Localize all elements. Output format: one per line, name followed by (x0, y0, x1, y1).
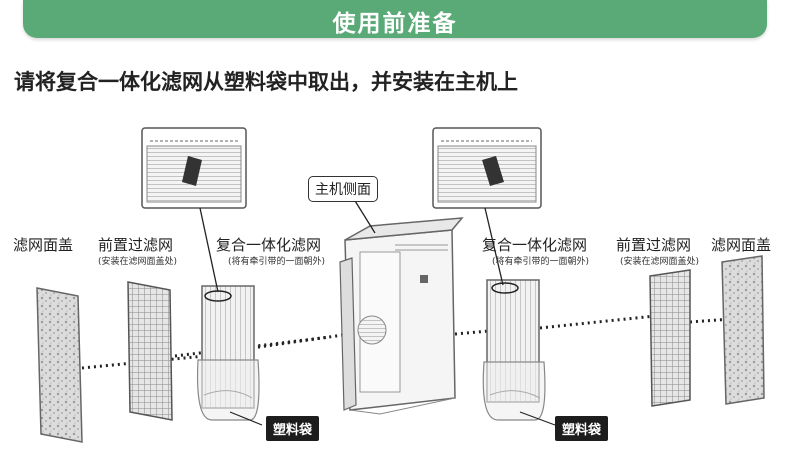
right-filter-cover-image (721, 255, 765, 405)
header-bar (23, 0, 767, 38)
right-prefilter-label: 前置过滤网 (616, 236, 692, 254)
instruction-text: 请将复合一体化滤网从塑料袋中取出，并安装在主机上 (14, 70, 518, 94)
left-bag-tag: 塑料袋 (266, 416, 320, 441)
left-composite-filter-image (196, 285, 260, 421)
left-filter-cover-label: 滤网面盖 (13, 236, 74, 254)
left-composite-note: (将有牵引带的一面朝外) (228, 257, 326, 267)
left-composite-label: 复合一体化滤网 (216, 236, 322, 254)
main-unit-side-label: 主机侧面 (308, 176, 378, 202)
right-prefilter-note: (安装在滤网面盖处) (620, 257, 700, 267)
main-unit-image (339, 195, 464, 415)
page-title: 使用前准备 (332, 11, 458, 37)
right-bag-tag: 塑料袋 (555, 416, 609, 441)
right-composite-label: 复合一体化滤网 (482, 236, 588, 254)
right-zoom-callout (432, 127, 542, 286)
left-prefilter-image (127, 281, 173, 421)
left-zoom-callout (141, 127, 247, 293)
right-prefilter-image (649, 269, 691, 407)
left-filter-cover-image (36, 287, 83, 443)
right-filter-cover-label: 滤网面盖 (711, 236, 772, 254)
left-prefilter-label: 前置过滤网 (98, 236, 174, 254)
right-composite-filter-image (482, 279, 546, 421)
left-prefilter-note: (安装在滤网面盖处) (98, 257, 178, 267)
right-composite-note: (将有牵引带的一面朝外) (492, 257, 590, 267)
